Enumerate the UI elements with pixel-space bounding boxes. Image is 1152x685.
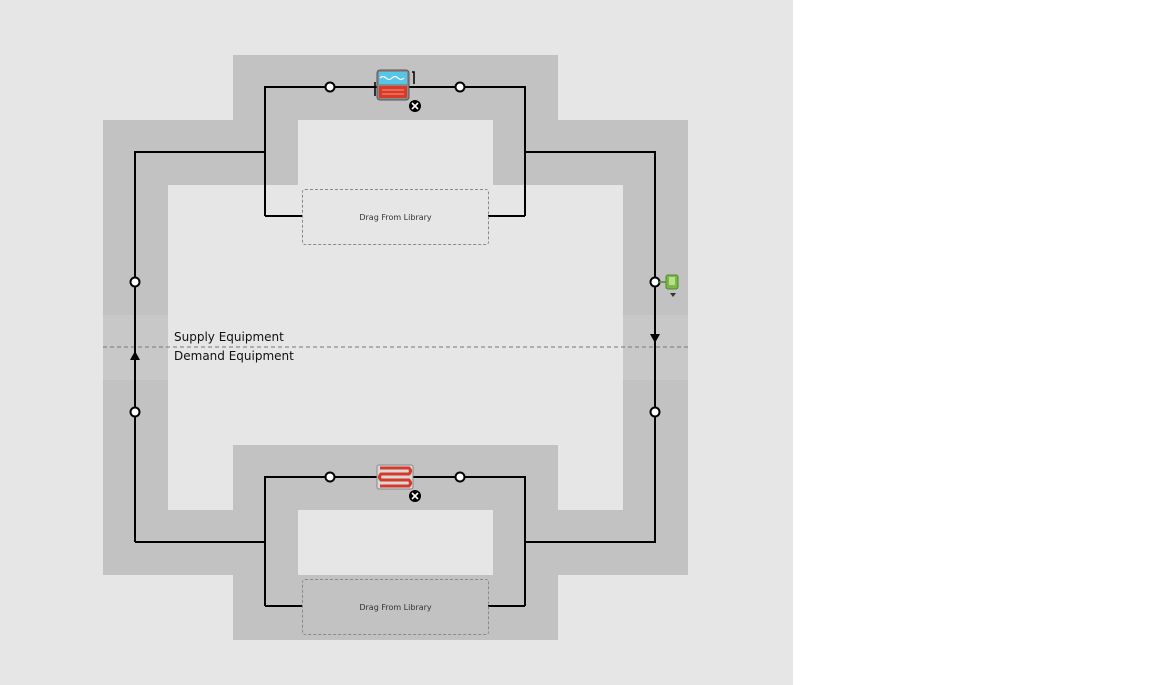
remove-x-icon[interactable] [409, 100, 421, 112]
setpoint-manager-icon[interactable] [659, 274, 679, 297]
demand-equipment-label: Demand Equipment [174, 349, 294, 363]
demand-drop-zone[interactable]: Drag From Library [302, 579, 489, 635]
node[interactable] [129, 406, 141, 418]
radiant-coil-icon[interactable] [376, 464, 414, 490]
loop-canvas[interactable]: Drag From Library Drag From Library Supp… [0, 0, 793, 685]
water-heater-icon[interactable] [374, 69, 415, 101]
remove-x-icon[interactable] [409, 490, 421, 502]
node[interactable] [324, 81, 336, 93]
supply-drop-zone[interactable]: Drag From Library [302, 189, 489, 245]
node[interactable] [324, 471, 336, 483]
node[interactable] [129, 276, 141, 288]
flow-arrow-up [130, 351, 140, 360]
flow-arrow-down [650, 334, 660, 343]
supply-outlet-pipe [525, 151, 656, 543]
node[interactable] [649, 276, 661, 288]
node[interactable] [649, 406, 661, 418]
node[interactable] [454, 471, 466, 483]
blank-panel [793, 0, 1152, 685]
node[interactable] [454, 81, 466, 93]
loop-band [103, 55, 688, 640]
plant-loop-diagram [103, 55, 688, 640]
supply-equipment-label: Supply Equipment [174, 330, 284, 344]
